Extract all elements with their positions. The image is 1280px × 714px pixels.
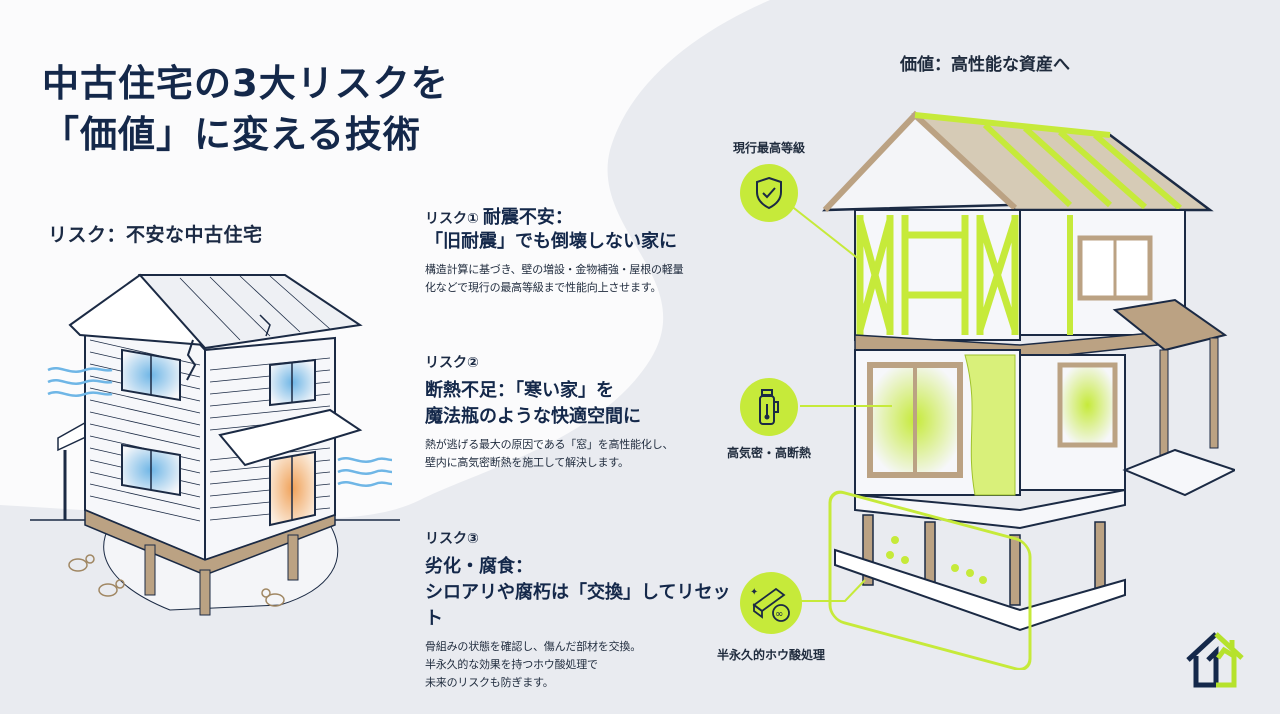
house-logo-icon — [1186, 632, 1244, 688]
risk-3-tag: リスク③ — [425, 531, 479, 547]
risk-2-headline-2: 魔法瓶のような快適空間に — [425, 406, 641, 427]
shield-check-icon — [740, 164, 798, 222]
badge-borate: ✦∞ 半永久的ホウ酸処理 — [717, 572, 825, 663]
title-line-2: 「価値」に変える技術 — [42, 113, 421, 156]
risk-1-tag: リスク① — [425, 211, 479, 227]
risk-3-headline-1: 劣化・腐食： — [425, 556, 533, 577]
badge-insulation: 高気密・高断熱 — [727, 378, 811, 461]
page-title: 中古住宅の3大リスクを 「価値」に変える技術 — [42, 58, 562, 160]
title-line-1: 中古住宅の3大リスクを — [42, 62, 449, 105]
risk-1-title: 耐震不安： — [482, 207, 573, 228]
treated-lumber-infinity-icon: ✦∞ — [740, 572, 802, 634]
svg-text:✦: ✦ — [750, 587, 758, 598]
risk-3-body: 骨組みの状態を確認し、傷んだ部材を交換。 半永久的な効果を持つホウ酸処理で 未来… — [425, 640, 641, 689]
renovated-house-illustration — [822, 110, 1235, 670]
svg-text:∞: ∞ — [775, 609, 783, 620]
risk-3-headline-2: シロアリや腐朽は「交換」してリセット — [425, 582, 731, 629]
thermos-icon — [740, 378, 798, 436]
risk-2-body: 熱が逃げる最大の原因である「窓」を高性能化し、 壁内に高気密断熱を施工して解決し… — [425, 438, 674, 469]
risk-2-tag: リスク② — [425, 355, 479, 371]
risk-1-body: 構造計算に基づき、壁の増設・金物補強・屋根の軽量 化などで現行の最高等級まで性能… — [425, 263, 684, 294]
old-house-illustration — [30, 273, 400, 616]
risk-2-headline-1: 断熱不足：「寒い家」を — [425, 380, 614, 401]
left-panel-heading: リスク：不安な中古住宅 — [48, 224, 263, 246]
risk-2-section: リスク② 断熱不足：「寒い家」を 魔法瓶のような快適空間に 熱が逃げる最大の原因… — [425, 352, 745, 472]
right-panel-heading: 価値：高性能な資産へ — [900, 55, 1070, 75]
risk-1-headline: 「旧耐震」でも倒壊しない家に — [425, 231, 677, 252]
termite-icon — [68, 554, 285, 607]
risk-3-section: リスク③ 劣化・腐食： シロアリや腐朽は「交換」してリセット 骨組みの状態を確認… — [425, 528, 745, 692]
badge-top-grade: 現行最高等級 — [733, 139, 805, 222]
